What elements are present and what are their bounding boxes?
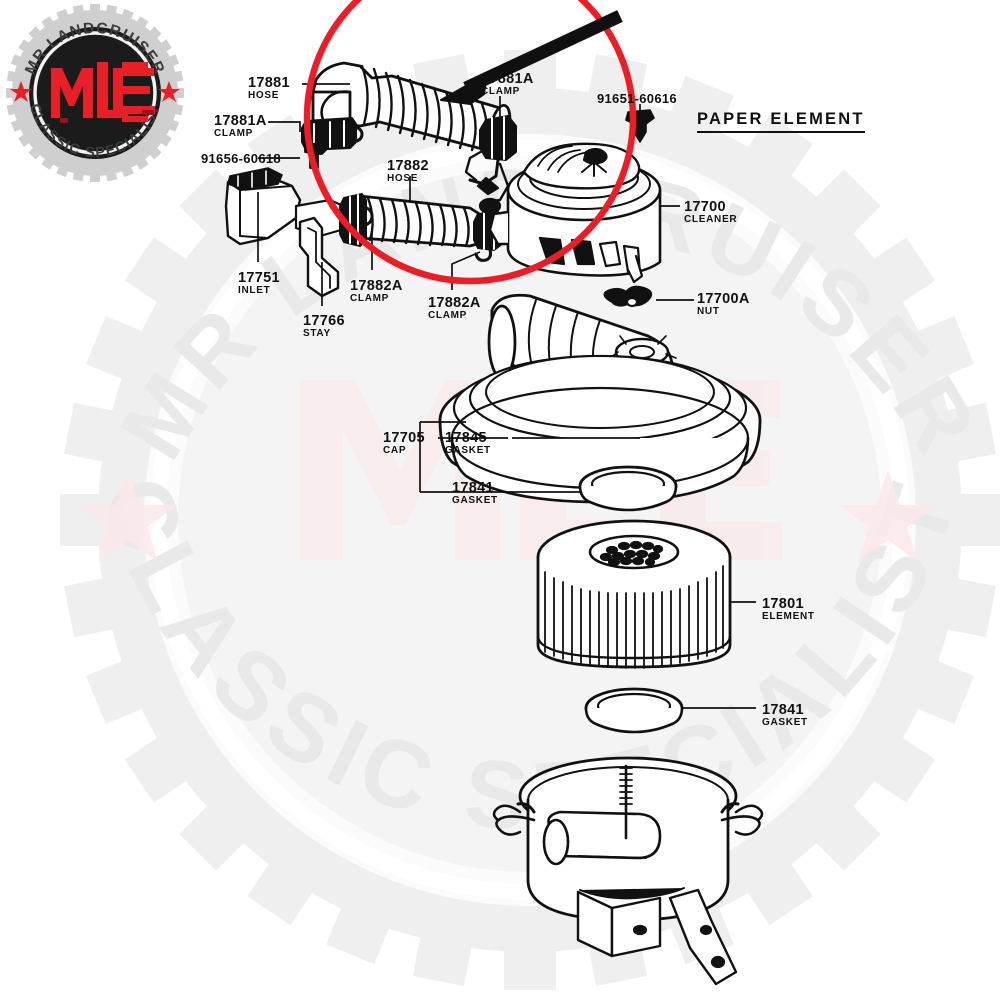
part-label-17882a-2: 17882A CLAMP <box>428 296 481 321</box>
part-number: 17700 <box>684 199 726 215</box>
part-label-17881: 17881 HOSE <box>248 76 290 101</box>
part-name: CLAMP <box>214 127 254 139</box>
badge-logo-shadow <box>60 110 154 123</box>
part-number: 17801 <box>762 596 804 612</box>
part-number: 17881A <box>481 71 534 87</box>
part-name: GASKET <box>445 444 491 456</box>
part-number: 17705 <box>383 430 425 446</box>
part-number: 17841 <box>762 702 804 718</box>
part-name: ELEMENT <box>762 610 815 622</box>
part-number: 17882 <box>387 158 429 174</box>
part-label-91656-60618: 91656-60618 <box>201 151 281 166</box>
part-number: 91651-60616 <box>597 91 677 106</box>
part-name: NUT <box>697 305 720 317</box>
part-number: 17751 <box>238 270 280 286</box>
part-number: 17845 <box>445 430 487 446</box>
part-17801-element <box>536 519 732 669</box>
part-label-17882: 17882 HOSE <box>387 159 429 184</box>
badge-ring <box>33 31 157 155</box>
part-label-17841-lower: 17841 GASKET <box>762 703 808 728</box>
part-17766-stay <box>298 216 340 298</box>
part-label-17801: 17801 ELEMENT <box>762 597 815 622</box>
part-17881a-clamp-left <box>301 117 364 151</box>
part-label-17881a-top: 17881A CLAMP <box>481 72 534 97</box>
part-name: GASKET <box>452 494 498 506</box>
part-17700a-nut <box>603 285 653 308</box>
watermark-star <box>79 470 937 562</box>
part-label-17845: 17845 GASKET <box>445 431 491 456</box>
section-title: PAPER ELEMENT <box>697 110 865 133</box>
callout-arrow <box>440 10 623 105</box>
part-name: CAP <box>383 444 407 456</box>
part-name: CLAMP <box>428 309 468 321</box>
part-number: 17841 <box>452 480 494 496</box>
part-number: 17882A <box>428 295 481 311</box>
brand-badge: MR LANDCRUISER CLASSIC SPECIALIST <box>4 2 186 184</box>
part-name: GASKET <box>762 716 808 728</box>
part-number: 17881A <box>214 113 267 129</box>
part-label-17700a: 17700A NUT <box>697 292 750 317</box>
part-number: 17700A <box>697 291 750 307</box>
part-label-17881a: 17881A CLAMP <box>214 114 267 139</box>
part-label-17766: 17766 STAY <box>303 314 345 339</box>
part-name: HOSE <box>387 172 419 184</box>
part-17841-gasket-lower <box>584 687 684 734</box>
part-label-17700: 17700 CLEANER <box>684 200 737 225</box>
part-17841-gasket-upper <box>578 465 678 512</box>
part-name: CLAMP <box>350 292 390 304</box>
part-bracket-linkage <box>464 148 510 215</box>
part-name: HOSE <box>248 89 280 101</box>
part-number: 17766 <box>303 313 345 329</box>
part-name: INLET <box>238 284 271 296</box>
part-name: CLEANER <box>684 213 738 225</box>
badge-star <box>10 81 180 102</box>
part-number: 17882A <box>350 278 403 294</box>
part-number: 91656-60618 <box>201 151 281 166</box>
part-label-17882a-1: 17882A CLAMP <box>350 279 403 304</box>
part-label-17841-upper: 17841 GASKET <box>452 481 498 506</box>
part-label-17751: 17751 INLET <box>238 271 280 296</box>
part-17881a-clamp-top <box>468 115 517 196</box>
part-label-17705: 17705 CAP <box>383 431 425 456</box>
badge-logo-mlc <box>51 62 155 122</box>
highlight-circle <box>303 0 637 285</box>
part-name: STAY <box>303 327 331 339</box>
part-label-91651-60616: 91651-60616 <box>597 91 677 106</box>
part-housing-bowl <box>492 756 764 986</box>
brand-badge-svg: MR LANDCRUISER CLASSIC SPECIALIST <box>6 4 184 182</box>
part-name: CLAMP <box>481 85 521 97</box>
part-number: 17881 <box>248 75 290 91</box>
